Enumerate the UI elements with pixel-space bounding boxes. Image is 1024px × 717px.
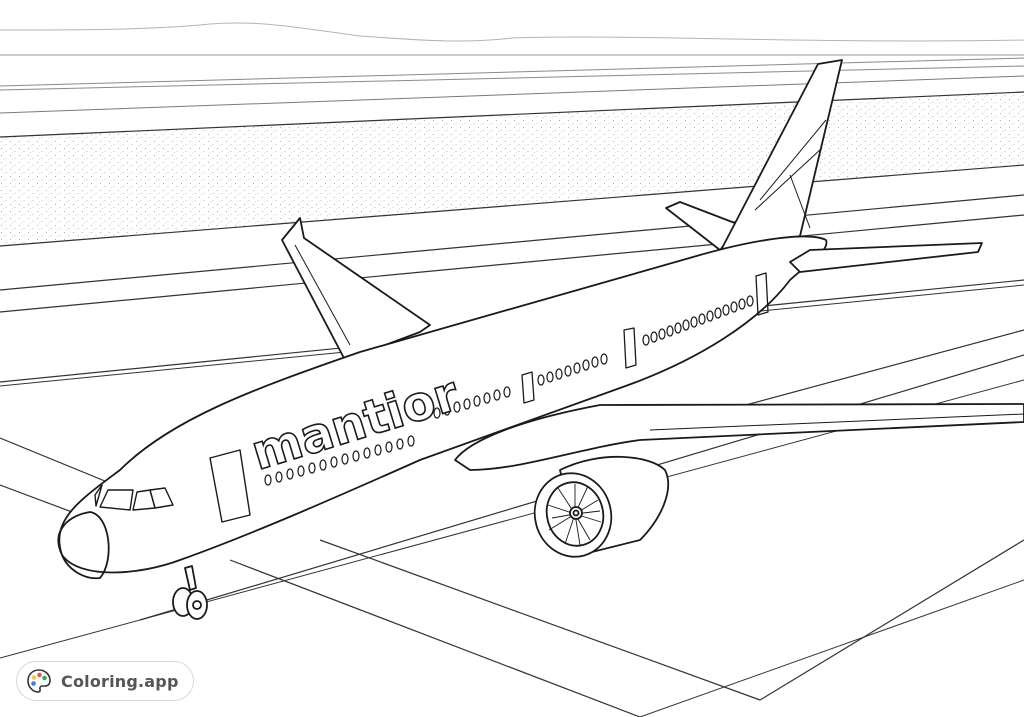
cabin-windows [264, 295, 754, 486]
watermark-label: Coloring.app [61, 671, 179, 691]
coloring-app-watermark[interactable]: Coloring.app [16, 661, 194, 701]
cockpit-windows [94, 484, 174, 511]
engine [533, 455, 670, 558]
near-stabilizer [789, 242, 983, 273]
airplane [57, 59, 1024, 620]
nose-landing-gear [172, 565, 208, 620]
horizon-hills [0, 22, 1024, 42]
nose-cone [57, 511, 110, 580]
front-door [209, 449, 251, 523]
palette-icon [27, 669, 51, 693]
grass-band [0, 92, 1024, 246]
